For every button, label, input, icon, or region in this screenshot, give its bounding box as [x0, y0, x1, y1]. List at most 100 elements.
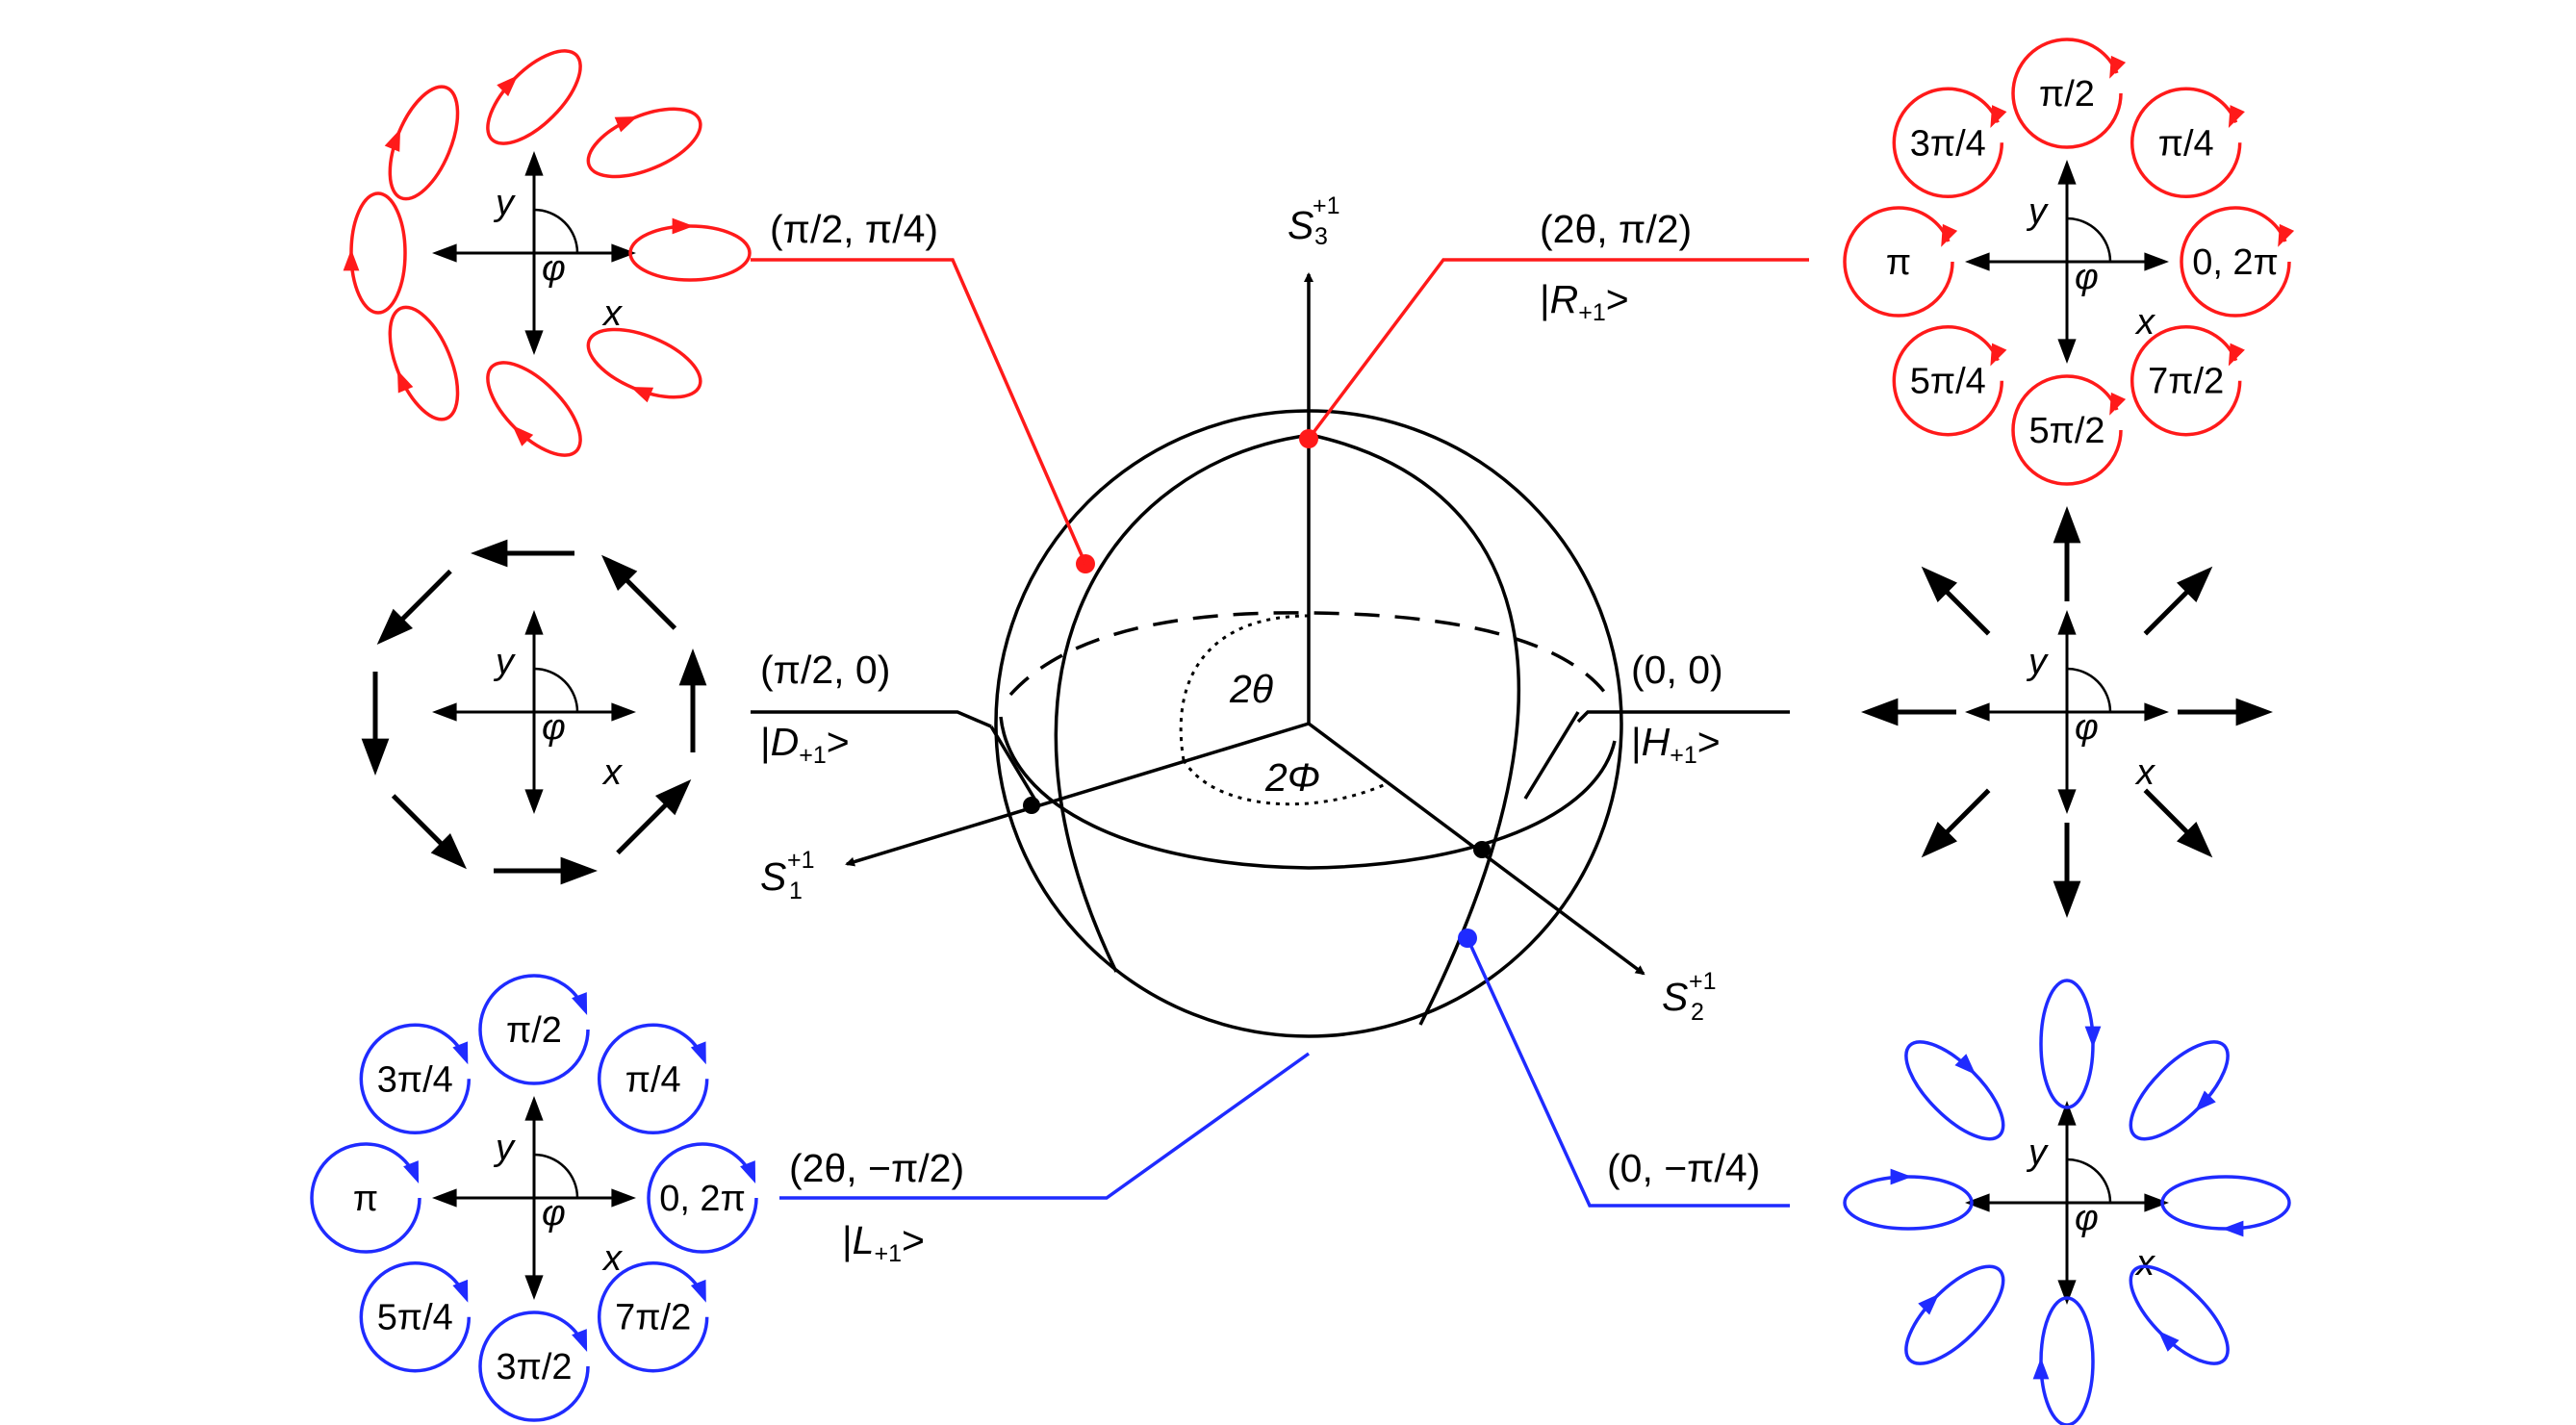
sphere-tick-h [1523, 711, 1580, 800]
phase-label: π [1886, 242, 1911, 283]
phase-label: 7π/2 [615, 1298, 691, 1338]
ellipse-state-5 [388, 305, 460, 421]
phase-circle-6 [478, 1310, 590, 1422]
meridian-d [1054, 433, 1312, 973]
angle-theta-arc [1179, 614, 1310, 761]
connector-mid-left [751, 710, 992, 728]
frame-x-label: x [601, 1238, 624, 1279]
state-bottom-left-coords: (2θ, −π/2) [789, 1146, 964, 1190]
ellipse-state-1 [586, 107, 702, 179]
s3-sub: 3 [1314, 223, 1328, 250]
phase-circle-1 [2130, 87, 2242, 199]
phase-circle-arrow [2228, 343, 2245, 367]
tangential-arrow-3-shaft [399, 569, 452, 623]
phase-circle-3 [1892, 87, 2004, 199]
radial-arrow-7-shaft [2143, 788, 2190, 835]
connector-top-right [1307, 258, 1809, 441]
tangential-arrow-4-head [361, 738, 390, 776]
phase-label: π/4 [625, 1059, 681, 1100]
phase-circle-5 [1892, 324, 2004, 437]
sphere-tick-d [989, 725, 1036, 800]
phase-circle-arrow [2109, 392, 2127, 416]
ellipse-arrow [2084, 1026, 2102, 1048]
phi-arc [533, 667, 579, 713]
radial-arrow-3-shaft [1944, 589, 1991, 636]
ellipse [1904, 1040, 2005, 1141]
frame-y-label: y [493, 1128, 516, 1168]
poincare-sphere [845, 272, 1645, 1038]
connector-mid-right [1576, 710, 1790, 724]
ellipse [486, 361, 582, 457]
radial-arrow-1-head [2177, 566, 2213, 602]
frame-x-axis-head [2144, 1193, 2169, 1212]
ellipse-arrow [672, 217, 694, 235]
frame-y-label: y [493, 183, 516, 223]
radial-arrow-6-head [2053, 880, 2081, 918]
frame-x-label: x [2134, 302, 2156, 343]
point-d [1023, 797, 1040, 814]
phase-label: 5π/2 [2028, 411, 2104, 451]
ellipse-state-6 [2032, 1296, 2095, 1425]
frame-y-axis-head [2057, 610, 2077, 635]
ellipse-state-7 [586, 327, 702, 403]
frame-y-axis-head [2057, 1101, 2077, 1126]
ellipse-state-2 [2039, 979, 2102, 1109]
frame-y-axis-neg-head [2057, 339, 2077, 364]
ellipse-arrow [2222, 1220, 2244, 1237]
phase-circle-arrow [2109, 55, 2127, 79]
frame-x-axis-neg-head [432, 702, 457, 722]
ellipse-state-0 [628, 217, 752, 282]
ellipse-state-2 [486, 49, 582, 145]
ellipse [628, 224, 752, 282]
angle-phi-arc [1182, 759, 1387, 806]
ellipse-arrow [397, 369, 414, 394]
tangential-arrow-7-shaft [616, 802, 669, 855]
frame-y-axis-neg-head [524, 330, 544, 355]
frame-y-axis-neg-head [2057, 789, 2077, 814]
state-mid-right-coords: (0, 0) [1631, 648, 1723, 692]
phase-circle-arrow [690, 1041, 706, 1065]
phase-label: 3π/4 [377, 1059, 453, 1100]
frame-y-label: y [493, 642, 516, 682]
ellipse [388, 305, 460, 421]
ellipse-arrow [614, 116, 638, 133]
frame-x-axis-neg-head [1965, 1193, 1990, 1212]
phase-label: 7π/2 [2148, 362, 2224, 402]
ellipse-arrow [2194, 1090, 2216, 1112]
angle-phi-label: 2Φ [1264, 755, 1320, 800]
radial-arrow-0-head [2235, 698, 2273, 726]
frame-x-label: x [2134, 1243, 2156, 1284]
ellipse [2129, 1040, 2230, 1141]
ellipse [2129, 1264, 2230, 1365]
tangential-arrow-3-head [376, 608, 413, 645]
radial-arrow-1-shaft [2143, 589, 2190, 636]
frame-x-label: x [601, 752, 624, 793]
phase-circle-arrow [1941, 223, 1958, 247]
phase-label: 5π/4 [377, 1298, 453, 1338]
frame-x-axis-neg-head [432, 243, 457, 263]
ellipse-arrow [630, 386, 654, 403]
phase-label: π/2 [2039, 74, 2095, 115]
tangential-arrow-5-head [430, 833, 467, 870]
angle-theta-label: 2θ [1229, 667, 1273, 711]
phase-circle-arrow [452, 1279, 469, 1303]
ellipse-state-4 [1843, 1168, 1974, 1231]
state-bottom-left-ket: |L+1> [842, 1218, 925, 1267]
phase-label: π/2 [506, 1010, 562, 1051]
phase-circle-1 [597, 1023, 709, 1135]
phase-circle-arrow [690, 1279, 706, 1303]
ellipse-state-3 [384, 85, 460, 201]
phase-circle-arrow [572, 1329, 588, 1352]
frame-phi-label: φ [542, 707, 566, 748]
phase-circle-4 [1843, 206, 1954, 318]
frame-phi-label: φ [2075, 707, 2099, 748]
phase-label: 0, 2π [659, 1179, 746, 1219]
frame-phi-label: φ [2075, 1198, 2099, 1238]
ellipse-arrow [2032, 1358, 2050, 1380]
phase-circle-0 [2180, 206, 2291, 318]
state-mid-left-ket: |D+1> [760, 720, 850, 769]
connector-top-left [751, 258, 1087, 565]
equator-back [1008, 611, 1607, 697]
